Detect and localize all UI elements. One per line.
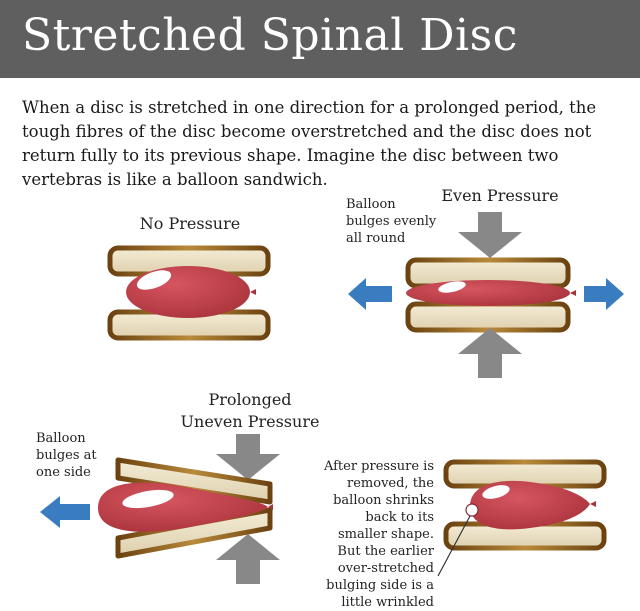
no-pressure-sandwich (107, 245, 271, 341)
up-arrow-grey (458, 328, 522, 378)
balloon-knot (268, 504, 273, 510)
uneven-pressure-label-line1: Prolonged (208, 390, 292, 409)
even-pressure-note: Balloon bulges evenly all round (346, 197, 437, 246)
balloon-highlight (482, 485, 510, 499)
balloon-knot (250, 289, 256, 295)
after-removal-sandwich (437, 459, 607, 577)
down-arrow-grey (458, 212, 522, 258)
even-pressure-label: Even Pressure (441, 186, 559, 205)
left-arrow-blue (348, 278, 392, 310)
balloon-knot (570, 290, 576, 296)
up-arrow-grey (216, 534, 280, 584)
even-pressure-sandwich (348, 212, 624, 378)
after-removal-note: After pressure is removed, the balloon s… (323, 459, 434, 610)
intro-text: When a disc is stretched in one directio… (22, 98, 597, 189)
pointer-line (437, 515, 471, 577)
right-arrow-blue (584, 278, 624, 310)
header-bar: Stretched Spinal Disc (0, 0, 640, 78)
balloon-highlight (438, 281, 466, 293)
page-title: Stretched Spinal Disc (22, 10, 518, 61)
wrinkle-marker (465, 503, 479, 517)
balloon-knot (590, 501, 596, 507)
uneven-pressure-sandwich (40, 434, 280, 584)
balloon (126, 266, 250, 318)
bottom-bread-slice (405, 301, 571, 333)
balloon (406, 280, 570, 306)
down-arrow-grey (216, 434, 280, 480)
uneven-pressure-note: Balloon bulges at one side (36, 431, 97, 480)
uneven-pressure-label-line2: Uneven Pressure (180, 412, 320, 431)
balloon-highlight (136, 270, 172, 290)
left-arrow-blue (40, 496, 90, 528)
no-pressure-label: No Pressure (139, 214, 241, 233)
balloon-highlight (122, 489, 174, 509)
top-bread-slice (115, 457, 273, 505)
